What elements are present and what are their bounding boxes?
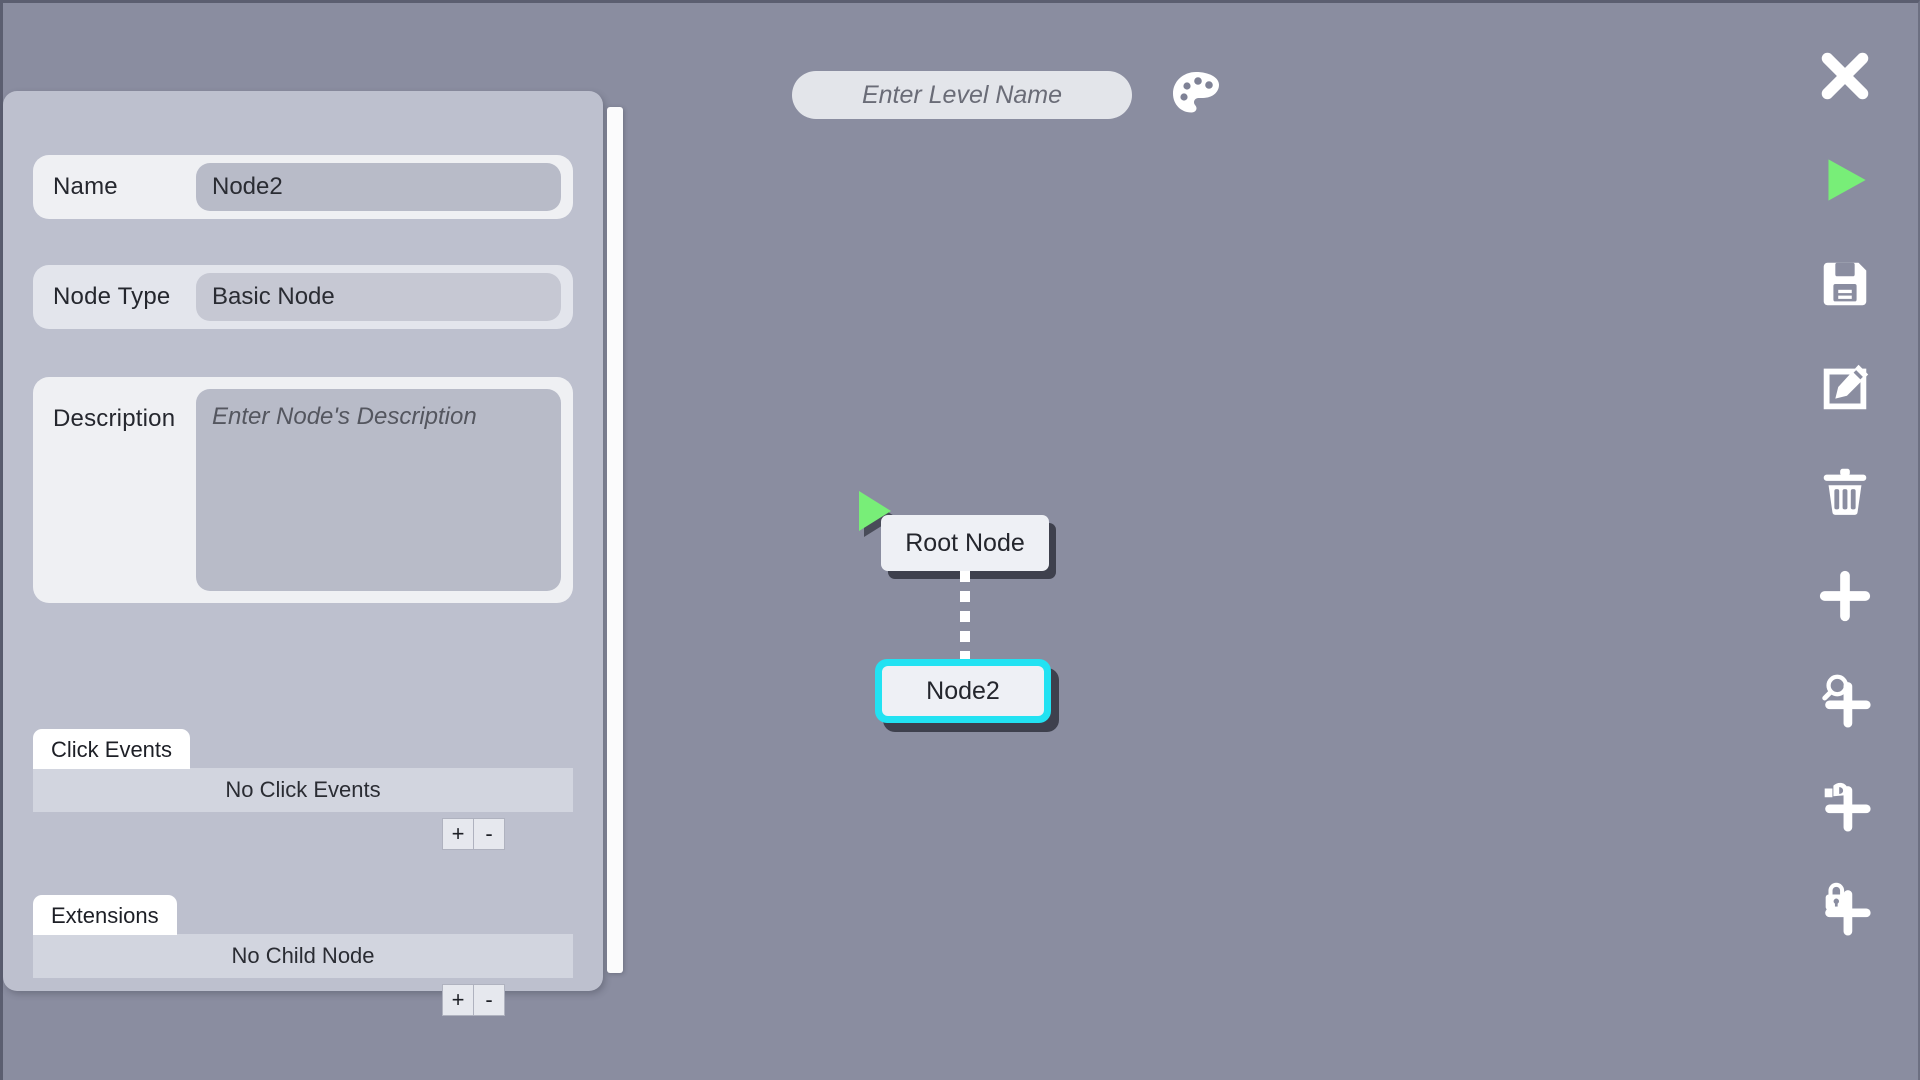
node-type-field-row: Node Type Basic Node bbox=[33, 265, 573, 329]
click-events-empty-text: No Click Events bbox=[33, 768, 573, 812]
save-button[interactable] bbox=[1802, 241, 1888, 327]
edit-icon bbox=[1823, 364, 1869, 410]
inspector-scrollbar[interactable] bbox=[607, 107, 623, 973]
node-type-label: Node Type bbox=[53, 283, 171, 310]
edit-button[interactable] bbox=[1802, 345, 1888, 431]
extensions-tab: Extensions bbox=[33, 895, 177, 935]
add-child-node-button[interactable]: + bbox=[442, 984, 474, 1016]
name-field-row: Name Node2 bbox=[33, 155, 573, 219]
level-name-placeholder: Enter Level Name bbox=[861, 80, 1063, 109]
node-edge bbox=[960, 571, 970, 661]
description-field-row: Description Enter Node's Description bbox=[33, 377, 573, 603]
name-label: Name bbox=[53, 173, 118, 200]
click-events-group: Click Events No Click Events + - bbox=[33, 729, 573, 850]
remove-child-node-button[interactable]: - bbox=[474, 984, 505, 1016]
save-icon bbox=[1823, 262, 1867, 306]
play-button[interactable] bbox=[1802, 137, 1888, 223]
lock-plus-icon bbox=[1825, 882, 1871, 936]
plus-icon bbox=[1819, 570, 1871, 622]
extensions-empty-text: No Child Node bbox=[33, 934, 573, 978]
graph-node-root[interactable]: Root Node bbox=[881, 515, 1049, 571]
close-icon bbox=[1821, 52, 1869, 100]
close-button[interactable] bbox=[1802, 33, 1888, 119]
click-events-tab: Click Events bbox=[33, 729, 191, 769]
right-toolbar bbox=[1790, 33, 1900, 969]
description-placeholder: Enter Node's Description bbox=[212, 403, 477, 430]
node-type-select[interactable]: Basic Node bbox=[196, 273, 561, 321]
level-name-input[interactable]: Enter Level Name bbox=[792, 71, 1132, 119]
play-icon bbox=[859, 491, 891, 531]
add-drag-node-button[interactable] bbox=[1802, 761, 1888, 847]
description-label: Description bbox=[53, 405, 176, 432]
hand-plus-icon bbox=[1824, 782, 1871, 832]
delete-button[interactable] bbox=[1802, 449, 1888, 535]
add-click-event-button[interactable]: + bbox=[442, 818, 474, 850]
palette-icon[interactable] bbox=[1166, 65, 1226, 125]
add-zoom-node-button[interactable] bbox=[1802, 657, 1888, 743]
zoom-plus-icon bbox=[1822, 674, 1871, 728]
click-events-controls: + - bbox=[33, 818, 573, 850]
extensions-group: Extensions No Child Node + - bbox=[33, 895, 573, 1016]
graph-node-node2-selection[interactable]: Node2 bbox=[875, 659, 1051, 723]
remove-click-event-button[interactable]: - bbox=[474, 818, 505, 850]
play-icon bbox=[1828, 159, 1866, 201]
add-node-button[interactable] bbox=[1802, 553, 1888, 639]
description-textarea[interactable]: Enter Node's Description bbox=[196, 389, 561, 591]
extensions-controls: + - bbox=[33, 984, 573, 1016]
name-input[interactable]: Node2 bbox=[196, 163, 561, 211]
add-locked-node-button[interactable] bbox=[1802, 865, 1888, 951]
graph-node-node2[interactable]: Node2 bbox=[882, 666, 1044, 716]
node-inspector-panel: Name Node2 Node Type Basic Node Descript… bbox=[3, 91, 603, 1016]
trash-icon bbox=[1823, 468, 1867, 515]
